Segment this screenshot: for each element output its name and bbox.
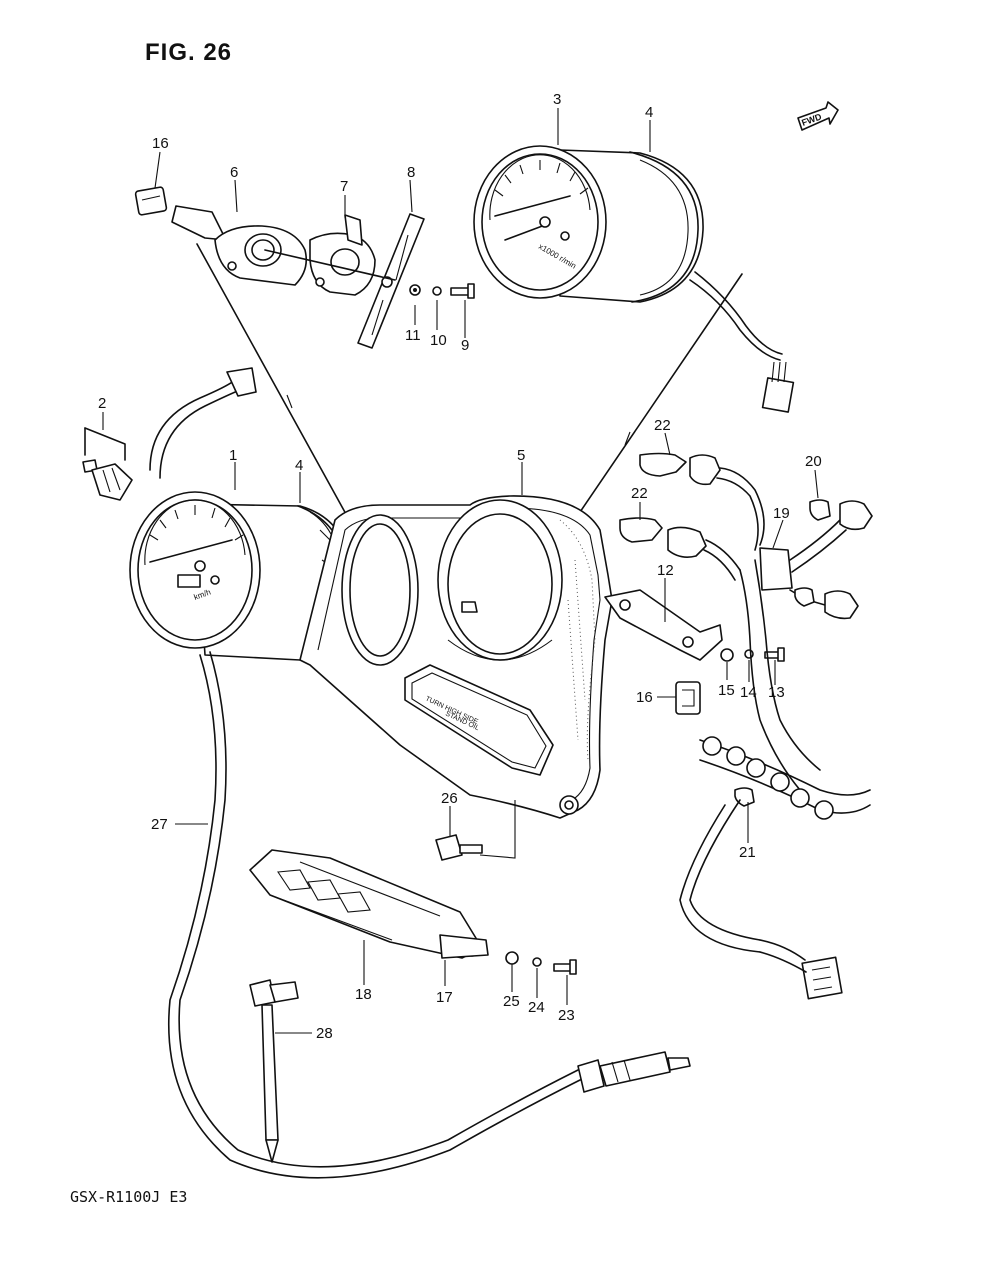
callout-22-mid: 22 xyxy=(631,485,648,502)
speedo-drive-parts xyxy=(82,367,257,501)
callout-16-top: 16 xyxy=(152,135,169,152)
tach-bracket-parts xyxy=(134,186,425,613)
callout-leaders xyxy=(102,108,819,1034)
callout-17: 17 xyxy=(436,989,453,1006)
callout-11: 11 xyxy=(405,327,421,344)
callout-6: 6 xyxy=(230,164,238,181)
callout-20: 20 xyxy=(805,453,822,470)
callout-2: 2 xyxy=(98,395,106,412)
callout-16-right: 16 xyxy=(636,689,653,706)
speedo-rod-28 xyxy=(249,979,299,1163)
fasteners-23-24-25 xyxy=(505,951,577,975)
callout-23: 23 xyxy=(558,1007,575,1024)
fwd-arrow-icon: FWD xyxy=(797,101,839,131)
callout-10: 10 xyxy=(430,332,447,349)
callout-3: 3 xyxy=(553,91,561,108)
callout-18: 18 xyxy=(355,986,372,1003)
meter-panel: TURN HIGH SIDE STAND OIL xyxy=(299,495,613,859)
bolt-26 xyxy=(435,834,483,861)
fasteners-13-14-15 xyxy=(720,647,785,662)
callout-21: 21 xyxy=(739,844,756,861)
callout-24: 24 xyxy=(528,999,545,1016)
callout-22-top: 22 xyxy=(654,417,671,434)
callout-1: 1 xyxy=(229,447,237,464)
callout-28: 28 xyxy=(316,1025,333,1042)
callout-8: 8 xyxy=(407,164,415,181)
model-code: GSX-R1100J E3 xyxy=(70,1188,187,1206)
callout-19: 19 xyxy=(773,505,790,522)
callout-labels: 16 6 7 8 11 10 9 3 4 2 1 4 5 22 22 20 19… xyxy=(98,91,822,1042)
indicator-housing-18 xyxy=(249,849,489,959)
callout-12: 12 xyxy=(657,562,674,579)
callout-5: 5 xyxy=(517,447,525,464)
bracket-12 xyxy=(604,589,723,661)
speedometer-cable-27 xyxy=(167,651,691,1179)
fasteners-9-10-11 xyxy=(409,283,475,299)
callout-27: 27 xyxy=(151,816,168,833)
wiring-harness xyxy=(619,452,873,1000)
callout-9: 9 xyxy=(461,337,469,354)
callout-13: 13 xyxy=(768,684,785,701)
callout-4-left: 4 xyxy=(295,457,303,474)
tachometer-assembly: x1000 r/min xyxy=(473,145,795,413)
callout-4-top: 4 xyxy=(645,104,653,121)
callout-26: 26 xyxy=(441,790,458,807)
figure-title: FIG. 26 xyxy=(145,39,232,66)
callout-7: 7 xyxy=(340,178,348,195)
callout-14: 14 xyxy=(740,684,757,701)
socket-16-right xyxy=(675,681,701,715)
callout-25: 25 xyxy=(503,993,520,1010)
callout-15: 15 xyxy=(718,682,735,699)
